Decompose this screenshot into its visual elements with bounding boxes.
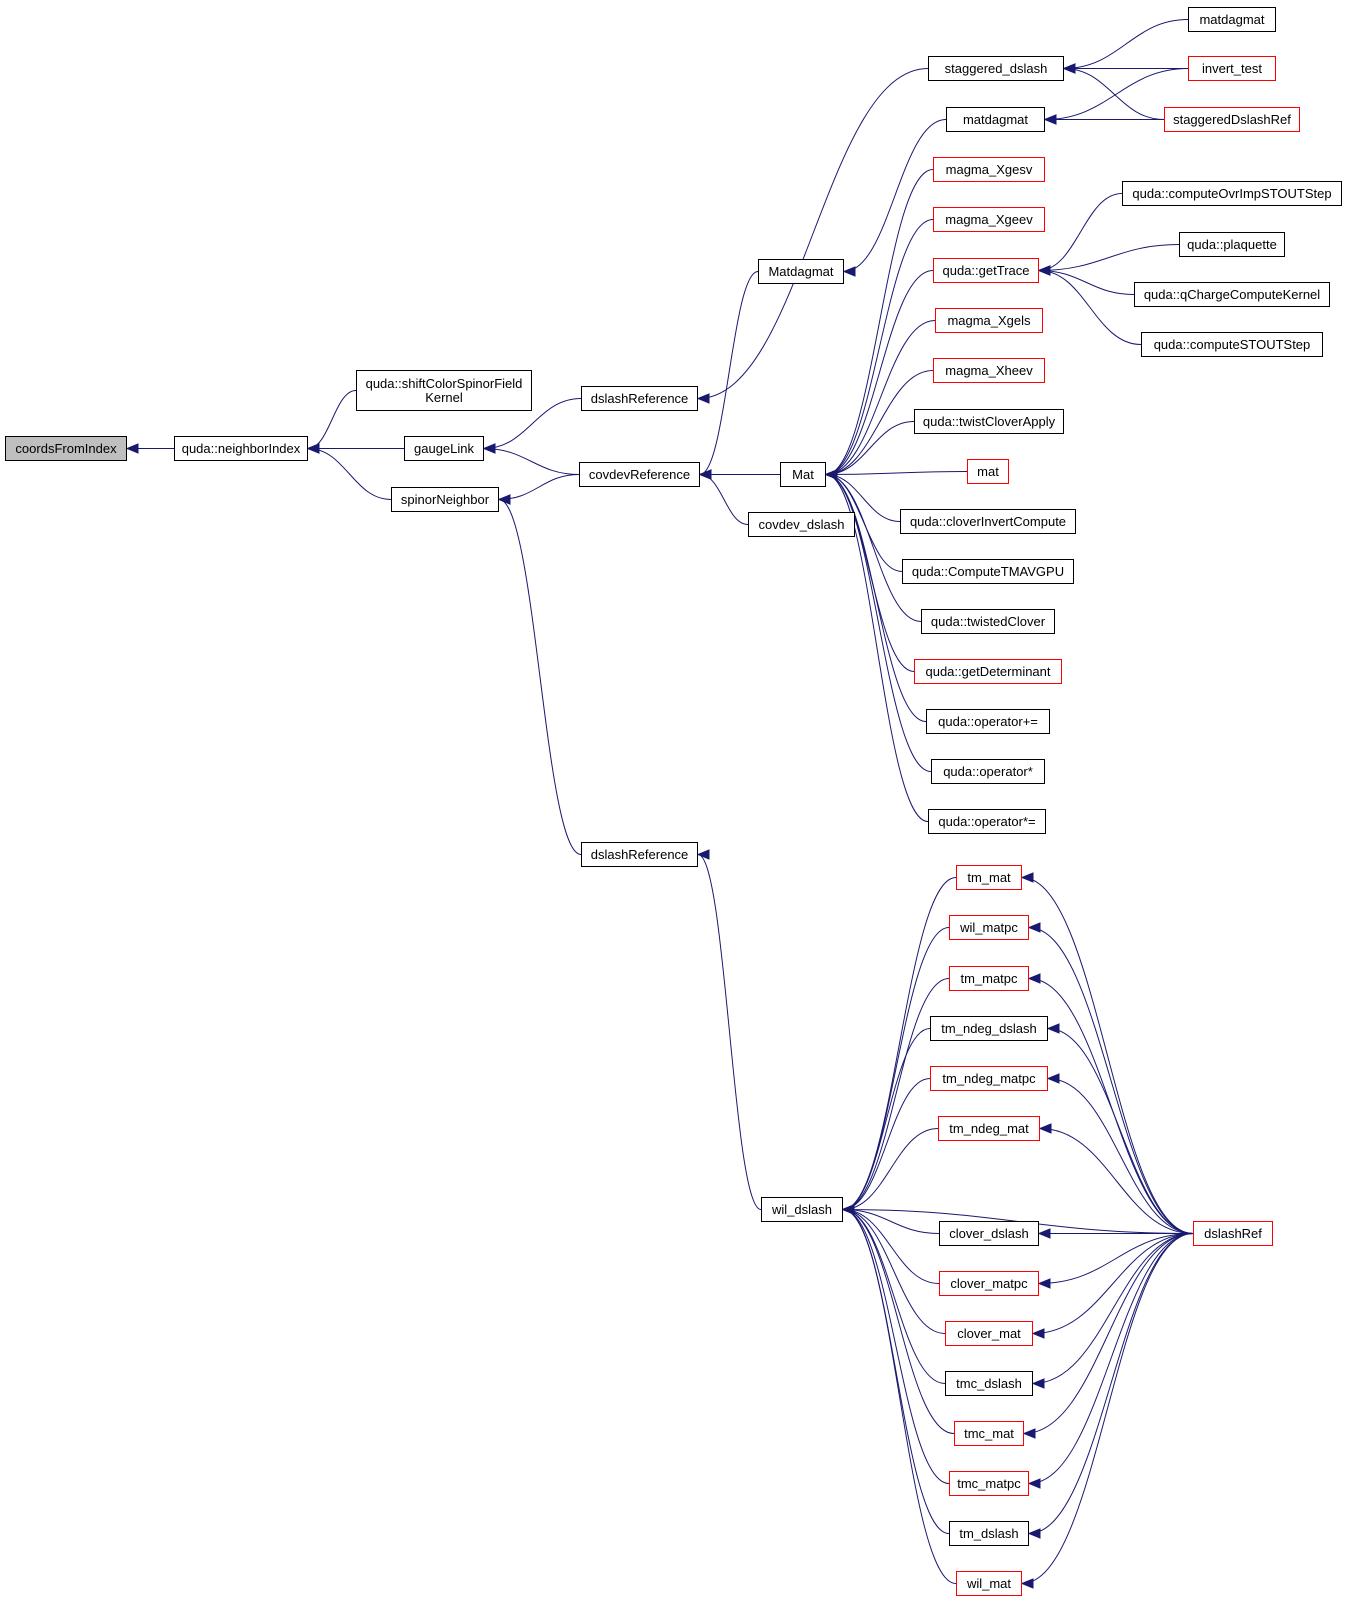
node-dslash-reference1: dslashReference: [581, 386, 698, 411]
node-neighbor-index: quda::neighborIndex: [174, 436, 308, 461]
node-wil-matpc[interactable]: wil_matpc: [949, 915, 1029, 940]
edge-dslash-ref-to-tmc-mat: [1022, 1233, 1194, 1439]
edge-dslash-ref-to-tmc-dslash: [1031, 1233, 1194, 1389]
node-spinor-neighbor: spinorNeighbor: [391, 487, 499, 512]
edge-operator-mul-eq-to-mat: [824, 469, 929, 822]
node-twist-clover-apply: quda::twistCloverApply: [914, 409, 1064, 434]
edge-compute-stoutstep-to-get-trace: [1037, 265, 1142, 345]
edge-plaquette-to-get-trace: [1037, 244, 1180, 276]
edge-dslash-ref-to-wil-matpc: [1027, 922, 1194, 1234]
edge-covdev-reference-to-spinor-neighbor: [497, 474, 580, 505]
node-staggered-dslash-ref[interactable]: staggeredDslashRef: [1164, 107, 1300, 132]
edge-wil-dslash-to-dslash-reference2: [696, 849, 762, 1210]
edge-tmc-matpc-to-wil-dslash: [841, 1204, 950, 1484]
edge-shift-color-spinor-field-kernel-to-neighbor-index: [306, 390, 357, 454]
node-matdagmat: Matdagmat: [758, 259, 844, 284]
node-operator-mul-eq: quda::operator*=: [928, 809, 1046, 834]
edge-tmc-dslash-to-wil-dslash: [841, 1204, 946, 1384]
edge-dslash-ref-to-clover-mat: [1031, 1233, 1194, 1339]
node-twisted-clover: quda::twistedClover: [921, 609, 1055, 634]
node-tmc-dslash: tmc_dslash: [945, 1371, 1033, 1396]
node-magma-xheev[interactable]: magma_Xheev: [933, 358, 1045, 383]
node-shift-color-spinor-field-kernel: quda::shiftColorSpinorField Kernel: [356, 370, 532, 411]
node-compute-ovr-imp-stoutstep: quda::computeOvrImpSTOUTStep: [1122, 181, 1342, 206]
edge-dslash-ref-to-clover-dslash: [1037, 1228, 1193, 1239]
node-tmc-mat[interactable]: tmc_mat: [954, 1421, 1024, 1446]
edge-staggered-dslash-ref-to-staggered-dslash: [1062, 63, 1165, 120]
edge-dslash-ref-to-clover-matpc: [1037, 1233, 1194, 1289]
node-tm-mat[interactable]: tm_mat: [956, 865, 1022, 890]
node-mat: Mat: [780, 462, 826, 487]
node-invert-test[interactable]: invert_test: [1188, 56, 1276, 81]
edge-dslash-ref-to-tm-ndeg-mat: [1038, 1123, 1194, 1234]
edge-mat-to-covdev-reference: [698, 469, 780, 480]
edge-dslash-ref-to-tmc-matpc: [1027, 1233, 1194, 1489]
node-coords-from-index: coordsFromIndex: [5, 436, 127, 461]
node-wil-dslash: wil_dslash: [761, 1197, 843, 1222]
node-tm-ndeg-dslash: tm_ndeg_dslash: [930, 1016, 1048, 1041]
node-magma-xgels[interactable]: magma_Xgels: [935, 308, 1043, 333]
node-tm-ndeg-mat[interactable]: tm_ndeg_mat: [938, 1116, 1040, 1141]
edge-operator-plus-eq-to-mat: [824, 469, 927, 722]
edge-matdagmat1-to-matdagmat: [842, 119, 947, 277]
node-covdev-dslash: covdev_dslash: [748, 512, 855, 537]
edge-staggered-dslash-ref-to-matdagmat1: [1043, 114, 1164, 125]
edge-dslash-ref-to-tm-matpc: [1027, 973, 1194, 1234]
edge-dslash-reference2-to-spinor-neighbor: [497, 494, 582, 855]
edge-staggered-dslash-to-dslash-reference1: [696, 68, 929, 404]
node-matdagmat2: matdagmat: [1188, 7, 1276, 32]
node-q-charge-compute-kernel: quda::qChargeComputeKernel: [1134, 282, 1330, 307]
node-clover-invert-compute: quda::cloverInvertCompute: [900, 509, 1076, 534]
node-clover-matpc[interactable]: clover_matpc: [939, 1271, 1039, 1296]
node-compute-stoutstep: quda::computeSTOUTStep: [1141, 332, 1323, 357]
edge-mat-to-mat: [824, 469, 968, 480]
node-get-trace[interactable]: quda::getTrace: [933, 258, 1039, 283]
edge-tm-dslash-to-wil-dslash: [841, 1204, 950, 1534]
node-plaquette: quda::plaquette: [1179, 232, 1285, 257]
edge-tm-mat-to-wil-dslash: [841, 877, 957, 1215]
node-tm-matpc[interactable]: tm_matpc: [949, 966, 1029, 991]
edge-covdev-dslash-to-covdev-reference: [698, 469, 749, 525]
node-get-determinant[interactable]: quda::getDeterminant: [914, 659, 1062, 684]
node-staggered-dslash: staggered_dslash: [928, 56, 1064, 81]
node-operator-mul: quda::operator*: [931, 759, 1045, 784]
node-clover-mat[interactable]: clover_mat: [945, 1321, 1033, 1346]
node-magma-xgeev[interactable]: magma_Xgeev: [933, 207, 1045, 232]
node-compute-tmavgpu: quda::ComputeTMAVGPU: [902, 559, 1074, 584]
edge-covdev-reference-to-gauge-link: [482, 443, 580, 475]
edge-neighbor-index-to-coords-from-index: [125, 443, 174, 454]
edge-spinor-neighbor-to-neighbor-index: [306, 443, 392, 500]
node-tmc-matpc[interactable]: tmc_matpc: [949, 1471, 1029, 1496]
edge-tm-ndeg-matpc-to-wil-dslash: [841, 1078, 931, 1215]
node-covdev-reference: covdevReference: [579, 462, 700, 487]
node-gauge-link: gaugeLink: [404, 436, 484, 461]
edge-tmc-mat-to-wil-dslash: [841, 1204, 955, 1434]
edge-dslash-ref-to-tm-dslash: [1027, 1233, 1194, 1539]
edge-dslash-ref-to-wil-mat: [1020, 1233, 1194, 1589]
edge-compute-ovr-imp-stoutstep-to-get-trace: [1037, 193, 1123, 276]
edge-wil-mat-to-wil-dslash: [841, 1204, 957, 1584]
edge-dslash-ref-to-tm-ndeg-dslash: [1046, 1023, 1194, 1234]
node-clover-dslash: clover_dslash: [939, 1221, 1039, 1246]
edge-tm-ndeg-dslash-to-wil-dslash: [841, 1028, 931, 1215]
edge-dslash-ref-to-tm-ndeg-matpc: [1046, 1073, 1194, 1234]
edge-dslash-ref-to-tm-mat: [1020, 872, 1194, 1234]
node-dslash-ref[interactable]: dslashRef: [1193, 1221, 1273, 1246]
edge-matdagmat2-to-staggered-dslash: [1062, 19, 1189, 74]
node-mat[interactable]: mat: [967, 459, 1009, 484]
node-tm-ndeg-matpc[interactable]: tm_ndeg_matpc: [930, 1066, 1048, 1091]
node-magma-xgesv[interactable]: magma_Xgesv: [933, 157, 1045, 182]
node-tm-dslash: tm_dslash: [949, 1521, 1029, 1546]
node-matdagmat1: matdagmat: [946, 107, 1045, 132]
edge-clover-mat-to-wil-dslash: [841, 1204, 946, 1334]
node-wil-mat[interactable]: wil_mat: [956, 1571, 1022, 1596]
edge-tm-matpc-to-wil-dslash: [841, 978, 950, 1215]
node-dslash-reference2: dslashReference: [581, 842, 698, 867]
node-operator-plus-eq: quda::operator+=: [926, 709, 1050, 734]
edge-matdagmat-to-covdev-reference: [698, 271, 759, 480]
